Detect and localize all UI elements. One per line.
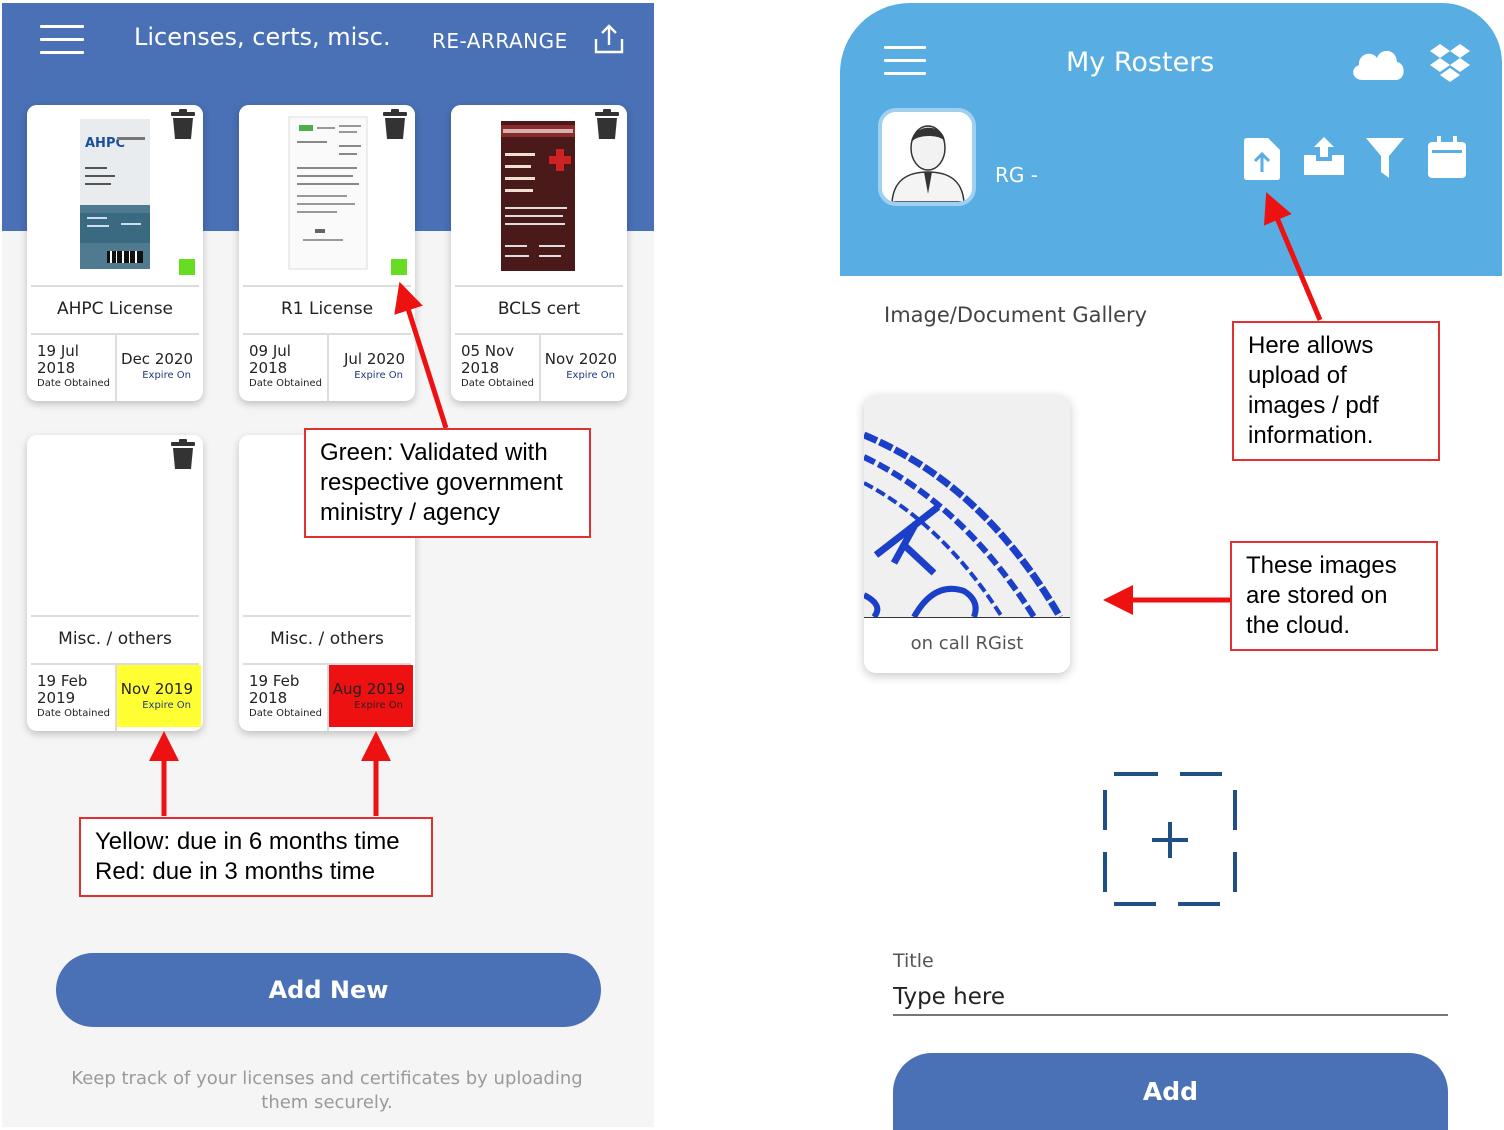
- expire-on-due-soon: Nov 2019 Expire On: [117, 665, 201, 727]
- divider: [327, 665, 329, 731]
- divider: [115, 335, 117, 401]
- card-title: BCLS cert: [497, 299, 581, 319]
- license-thumbnail: [239, 105, 415, 285]
- card-title: R1 License: [280, 299, 374, 319]
- divider: [243, 663, 411, 665]
- callout-green: Green: Validated with respective governm…: [304, 428, 591, 538]
- divider: [864, 617, 1070, 618]
- divider: [243, 285, 411, 287]
- gallery-title: Image/Document Gallery: [884, 303, 1148, 327]
- share-icon[interactable]: [592, 23, 626, 57]
- divider: [31, 615, 199, 617]
- menu-icon[interactable]: [884, 46, 926, 76]
- validated-badge: [391, 259, 407, 275]
- divider: [31, 285, 199, 287]
- filter-icon[interactable]: [1366, 138, 1404, 178]
- title-field-label: Title: [893, 950, 934, 972]
- card-title: Misc. / others: [58, 629, 172, 649]
- cloud-icon[interactable]: [1350, 42, 1406, 82]
- license-thumbnail: [451, 105, 627, 285]
- trash-icon[interactable]: [171, 109, 195, 139]
- add-new-button[interactable]: Add New: [56, 953, 601, 1027]
- licenses-screen: Licenses, certs, misc. RE-ARRANGE AHPC A…: [2, 3, 654, 1127]
- expire-on: Jul 2020 Expire On: [343, 350, 405, 381]
- footer-text: Keep track of your licenses and certific…: [71, 1068, 583, 1113]
- license-thumbnail: AHPC: [27, 105, 203, 285]
- license-thumbnail: [27, 435, 203, 615]
- title-input[interactable]: [893, 980, 1448, 1016]
- divider: [327, 335, 329, 401]
- page-title: My Rosters: [1066, 47, 1215, 78]
- menu-icon[interactable]: [40, 25, 84, 55]
- divider: [243, 333, 411, 335]
- add-button[interactable]: Add: [893, 1053, 1448, 1130]
- calendar-icon[interactable]: [1428, 136, 1466, 178]
- file-upload-icon[interactable]: [1244, 138, 1280, 180]
- profile-silhouette: [882, 112, 972, 202]
- divider: [243, 615, 411, 617]
- card-title: Misc. / others: [270, 629, 384, 649]
- svg-text:AHPC: AHPC: [85, 136, 125, 151]
- divider: [31, 333, 199, 335]
- trash-icon[interactable]: [595, 109, 619, 139]
- rearrange-button[interactable]: RE-ARRANGE: [432, 29, 568, 53]
- validated-badge: [179, 259, 195, 275]
- expire-on: Nov 2020 Expire On: [544, 350, 617, 381]
- callout-upload: Here allows upload of images / pdf infor…: [1232, 321, 1440, 461]
- tray-upload-icon[interactable]: [1304, 135, 1344, 177]
- expire-on: Dec 2020 Expire On: [121, 350, 193, 381]
- divider: [31, 663, 199, 665]
- avatar[interactable]: [878, 108, 976, 206]
- dropbox-icon[interactable]: [1430, 42, 1470, 82]
- gallery-item[interactable]: on call RGist: [864, 395, 1070, 673]
- divider: [455, 285, 623, 287]
- trash-icon[interactable]: [383, 109, 407, 139]
- user-label: RG -: [995, 163, 1038, 187]
- card-title: AHPC License: [56, 299, 174, 319]
- trash-icon[interactable]: [171, 439, 195, 469]
- gallery-thumbnail: [864, 395, 1070, 617]
- page-title: Licenses, certs, misc.: [134, 23, 391, 51]
- add-image-icon[interactable]: [1100, 770, 1240, 910]
- divider: [115, 665, 117, 731]
- gallery-caption: on call RGist: [910, 633, 1024, 654]
- expire-on-due-urgent: Aug 2019 Expire On: [329, 665, 413, 727]
- callout-cloud: These images are stored on the cloud.: [1230, 541, 1438, 651]
- divider: [455, 333, 623, 335]
- callout-yellow-red: Yellow: due in 6 months time Red: due in…: [79, 817, 433, 897]
- divider: [539, 335, 541, 401]
